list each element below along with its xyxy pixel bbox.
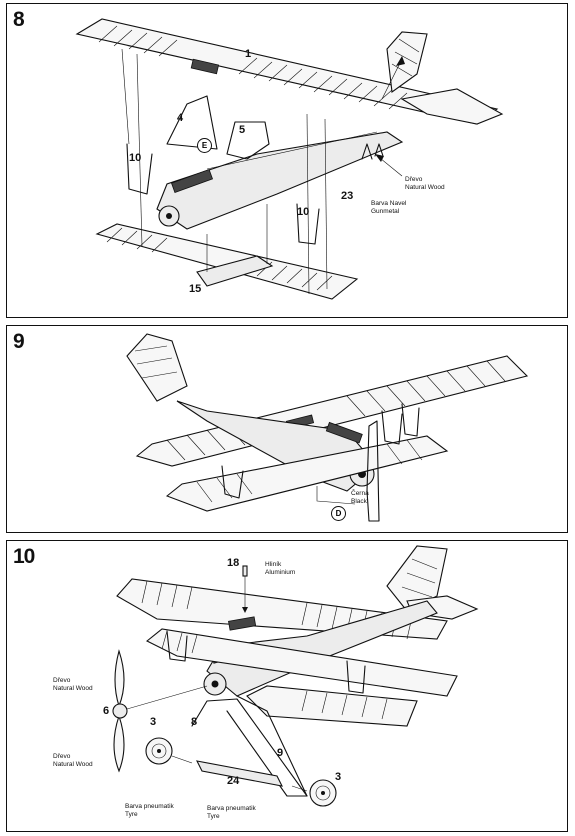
part-label: 18 [227, 557, 240, 569]
part-label: 10 [129, 152, 142, 164]
step-9-assembly-drawing [126, 333, 529, 522]
paint-note: Barva pneumatik Tyre [125, 803, 174, 818]
paint-note: Barva Navel Gunmetal [371, 200, 407, 215]
part-label: 8 [191, 716, 198, 728]
paint-note: Černá Black [351, 490, 369, 505]
part-label: 10 [297, 206, 310, 218]
paint-note: Dřevo Natural Wood [405, 176, 445, 191]
part-label: 3 [335, 771, 342, 783]
step-8-assembly-drawing [75, 18, 504, 300]
step-9-panel: 9 D [6, 325, 568, 533]
part-label: 24 [227, 775, 240, 787]
part-label: 5 [239, 124, 246, 136]
callout-circle: D [331, 506, 346, 521]
paint-note: Dřevo Natural Wood [53, 677, 93, 692]
paint-note: Barva pneumatik Tyre [207, 805, 256, 820]
step-10-panel: 10 [6, 540, 568, 832]
part-label: 4 [177, 112, 184, 124]
step-10-assembly-drawing [112, 545, 479, 807]
paint-note: Dřevo Natural Wood [53, 753, 93, 768]
callout-circle: E [197, 138, 212, 153]
part-label: 3 [150, 716, 157, 728]
part-label: 1 [245, 48, 252, 60]
part-label: 9 [277, 747, 284, 759]
step-number: 8 [13, 8, 25, 31]
part-label: 6 [103, 705, 110, 717]
step-8-panel: 8 [6, 3, 568, 318]
part-label: 23 [341, 190, 354, 202]
step-number: 10 [13, 545, 35, 568]
part-label: 15 [189, 283, 202, 295]
step-number: 9 [13, 330, 25, 353]
paint-note: Hliník Aluminium [265, 561, 296, 576]
